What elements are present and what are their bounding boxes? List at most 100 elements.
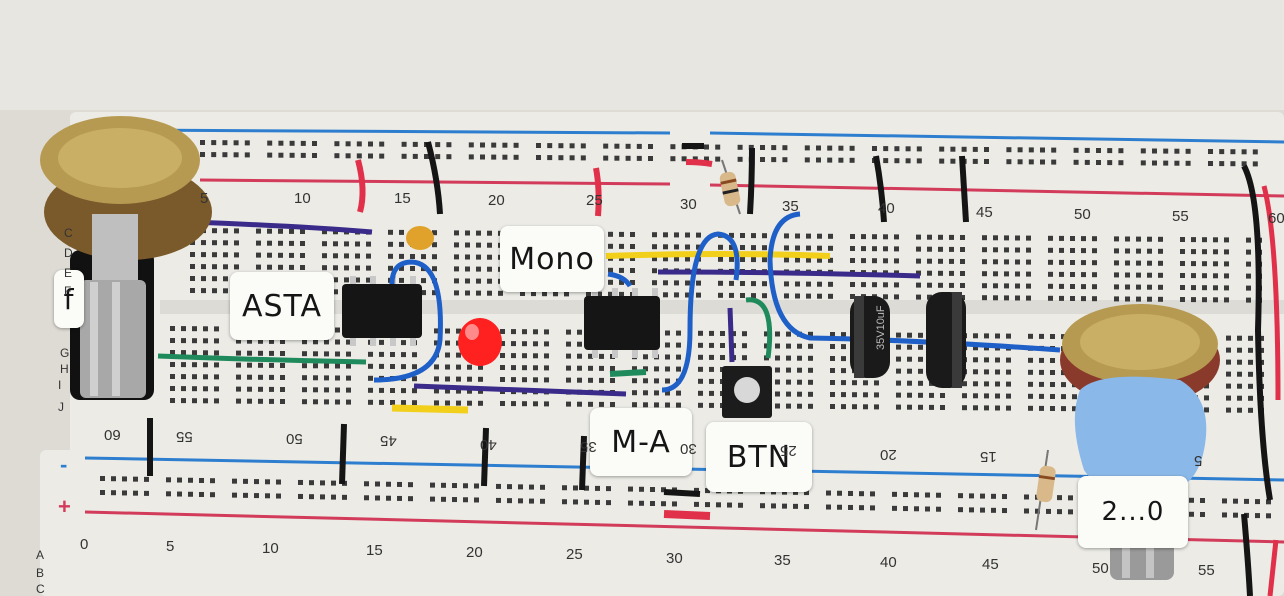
red-led [458, 318, 502, 366]
hole [544, 353, 549, 359]
hole [995, 357, 1000, 363]
hole [665, 402, 670, 408]
board-label: G [60, 346, 70, 360]
hole [861, 258, 866, 264]
hole [476, 254, 481, 260]
hole [949, 246, 954, 252]
hole [1191, 273, 1196, 279]
hole [715, 144, 721, 150]
hole [278, 252, 283, 258]
hole [562, 499, 567, 505]
hole [1252, 149, 1258, 155]
hole [927, 294, 932, 300]
hole [1246, 261, 1251, 267]
hole [672, 501, 677, 507]
hole [280, 363, 285, 368]
hole [606, 500, 611, 506]
hole [597, 291, 602, 297]
hole [654, 390, 659, 396]
electrolytic-capacitor-2 [926, 292, 966, 388]
hole [995, 333, 1000, 339]
hole [962, 393, 967, 399]
hole [619, 231, 624, 237]
hole [223, 240, 228, 246]
hole [786, 355, 791, 361]
wire-black-right-edge [1241, 164, 1273, 501]
hole [432, 254, 437, 260]
ic-pin [350, 338, 356, 346]
hole [1048, 235, 1053, 241]
hole [1248, 347, 1253, 353]
hole [993, 295, 998, 301]
hole [1006, 333, 1011, 339]
hole [995, 381, 1000, 387]
wire-purple-top-left [189, 219, 373, 235]
label-mono-text: Mono [509, 241, 595, 277]
hole [850, 282, 855, 287]
hole [322, 265, 327, 271]
hole [828, 233, 833, 239]
hole [603, 143, 609, 149]
hole [302, 363, 307, 369]
hole [674, 244, 679, 250]
top-rail-blue-line [119, 128, 671, 135]
hole [1158, 236, 1163, 242]
hole [1006, 381, 1011, 387]
hole [808, 367, 813, 373]
hole [368, 141, 373, 147]
hole [636, 143, 642, 149]
hole [212, 252, 217, 258]
hole [762, 245, 767, 251]
hole [1051, 147, 1057, 153]
hole [740, 281, 745, 286]
hole [729, 232, 734, 238]
hole [364, 495, 369, 501]
hole [331, 480, 336, 486]
hole [346, 351, 351, 357]
hole [446, 142, 452, 148]
hole [1114, 272, 1119, 278]
hole [1004, 295, 1009, 301]
hole [333, 241, 338, 247]
hole [487, 266, 492, 272]
hole [478, 400, 483, 406]
hole [454, 266, 459, 272]
hole [848, 490, 853, 496]
hole [399, 241, 404, 247]
hole [355, 253, 360, 259]
hole [972, 146, 978, 152]
hole [718, 292, 723, 298]
wire-yellow-short [391, 404, 469, 414]
hole [676, 330, 681, 336]
hole [513, 154, 519, 160]
hole [1073, 159, 1079, 165]
hole [982, 259, 987, 265]
ic-pin [350, 276, 356, 284]
hole [806, 281, 811, 287]
hole [762, 257, 767, 263]
hole [446, 154, 452, 160]
hole [619, 267, 624, 273]
hole [1152, 148, 1157, 154]
hole [408, 496, 413, 502]
hole [190, 264, 195, 269]
hole [177, 477, 182, 483]
hole [896, 332, 901, 338]
hole [762, 293, 767, 299]
hole [214, 386, 219, 392]
label-m-a: M-A [590, 408, 692, 476]
hole [214, 350, 219, 356]
hole [782, 157, 788, 163]
hole [1224, 297, 1229, 303]
board-label: 40 [880, 554, 897, 571]
hole [984, 159, 989, 164]
hole [927, 246, 932, 252]
hole [837, 504, 842, 510]
hole [786, 379, 791, 385]
hole [452, 497, 457, 503]
hole [731, 331, 736, 337]
board-label: 55 [1172, 208, 1189, 225]
hole [522, 401, 527, 407]
hole [465, 254, 470, 260]
hole [412, 400, 417, 406]
